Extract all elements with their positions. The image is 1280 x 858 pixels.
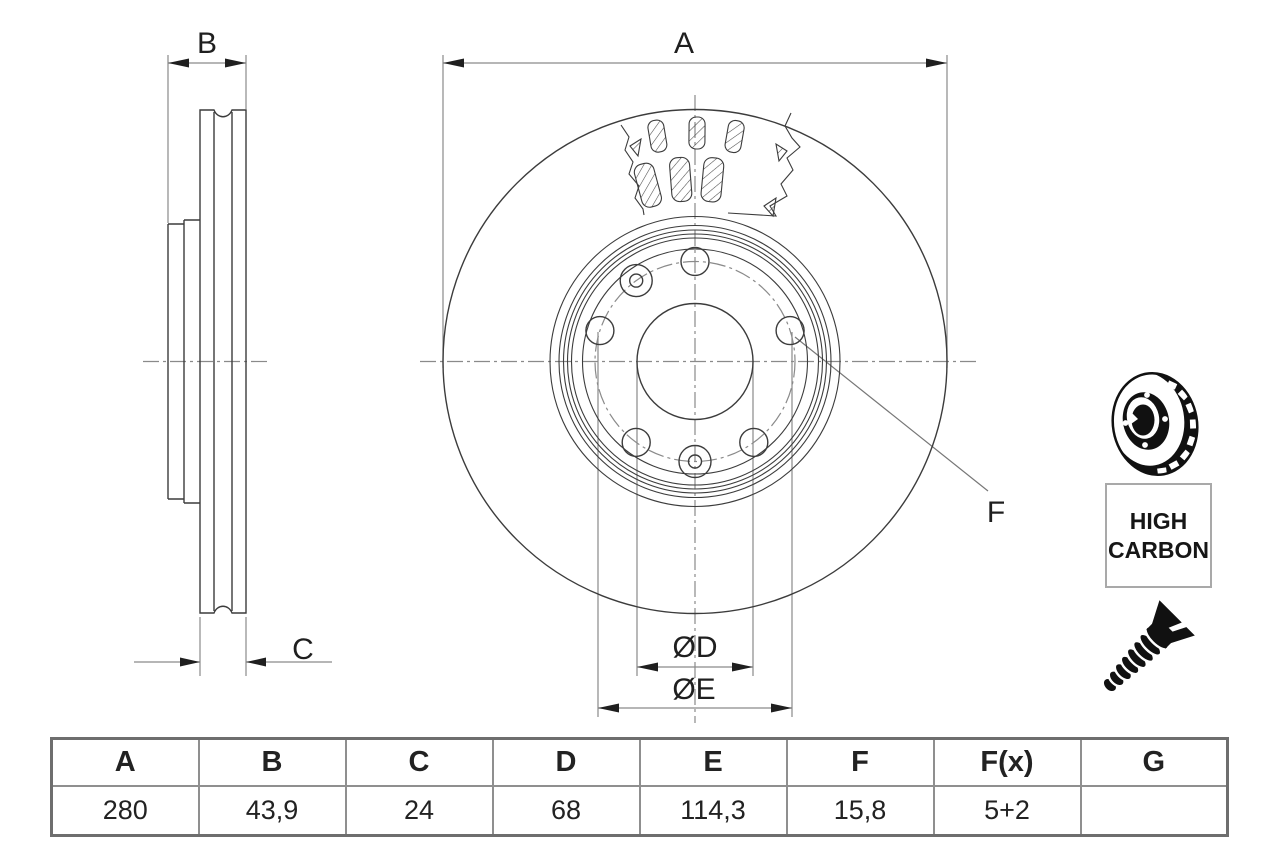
header-a: A xyxy=(50,737,200,787)
header-e: E xyxy=(638,737,788,787)
header-f: F xyxy=(785,737,935,787)
side-view xyxy=(167,109,247,614)
value-g xyxy=(1079,785,1229,837)
high-carbon-line2: CARBON xyxy=(1108,536,1209,563)
value-d: 68 xyxy=(491,785,641,837)
dimension-lines xyxy=(134,55,989,723)
rim-vent-slots xyxy=(1157,380,1197,475)
brake-disc-3d-icon xyxy=(1109,371,1199,477)
spec-table-value-row: 280 43,9 24 68 114,3 15,8 5+2 xyxy=(50,785,1229,837)
value-f: 15,8 xyxy=(785,785,935,837)
side-view-friction-ring xyxy=(199,109,247,614)
bolt-holes xyxy=(585,246,805,458)
vent-vanes xyxy=(629,116,788,218)
value-a: 280 xyxy=(50,785,200,837)
header-g: G xyxy=(1079,737,1229,787)
center-bore xyxy=(636,302,754,421)
dim-e-label: ØE xyxy=(672,673,715,706)
dim-c-label: C xyxy=(292,633,314,666)
dim-d-label: ØD xyxy=(673,631,718,664)
value-c: 24 xyxy=(344,785,494,837)
bolt-circle-centerline xyxy=(594,260,796,463)
centerlines xyxy=(143,95,978,723)
icon-bolt-holes xyxy=(1122,392,1168,448)
icon-bore xyxy=(1131,404,1155,436)
pin-holes xyxy=(619,263,712,479)
dim-f-leader xyxy=(794,336,989,492)
hub-rings xyxy=(549,215,841,508)
high-carbon-badge: HIGH CARBON xyxy=(1105,483,1212,588)
value-fx: 5+2 xyxy=(932,785,1082,837)
front-view xyxy=(442,108,948,615)
spec-table-header-row: A B C D E F F(x) G xyxy=(50,737,1229,787)
dimension-arrowheads xyxy=(168,58,947,713)
dimension-labels: A B C ØD ØE F xyxy=(197,27,1005,706)
value-b: 43,9 xyxy=(197,785,347,837)
countersunk-screw-icon xyxy=(1101,600,1195,694)
vent-cutaway-section xyxy=(620,112,801,218)
spec-table: A B C D E F F(x) G 280 43,9 24 68 114,3 … xyxy=(50,737,1229,837)
header-fx: F(x) xyxy=(932,737,1082,787)
disc-outer-edge xyxy=(442,108,948,615)
dim-a-label: A xyxy=(674,27,694,60)
header-d: D xyxy=(491,737,641,787)
high-carbon-line1: HIGH xyxy=(1129,507,1188,534)
screw-head xyxy=(1151,600,1195,644)
dim-b-label: B xyxy=(197,27,217,60)
side-view-hat-face xyxy=(167,223,184,500)
header-c: C xyxy=(344,737,494,787)
side-view-hat-step xyxy=(183,219,200,504)
header-b: B xyxy=(197,737,347,787)
screw-slot xyxy=(1168,622,1188,632)
dim-f-label: F xyxy=(987,496,1005,529)
value-e: 114,3 xyxy=(638,785,788,837)
